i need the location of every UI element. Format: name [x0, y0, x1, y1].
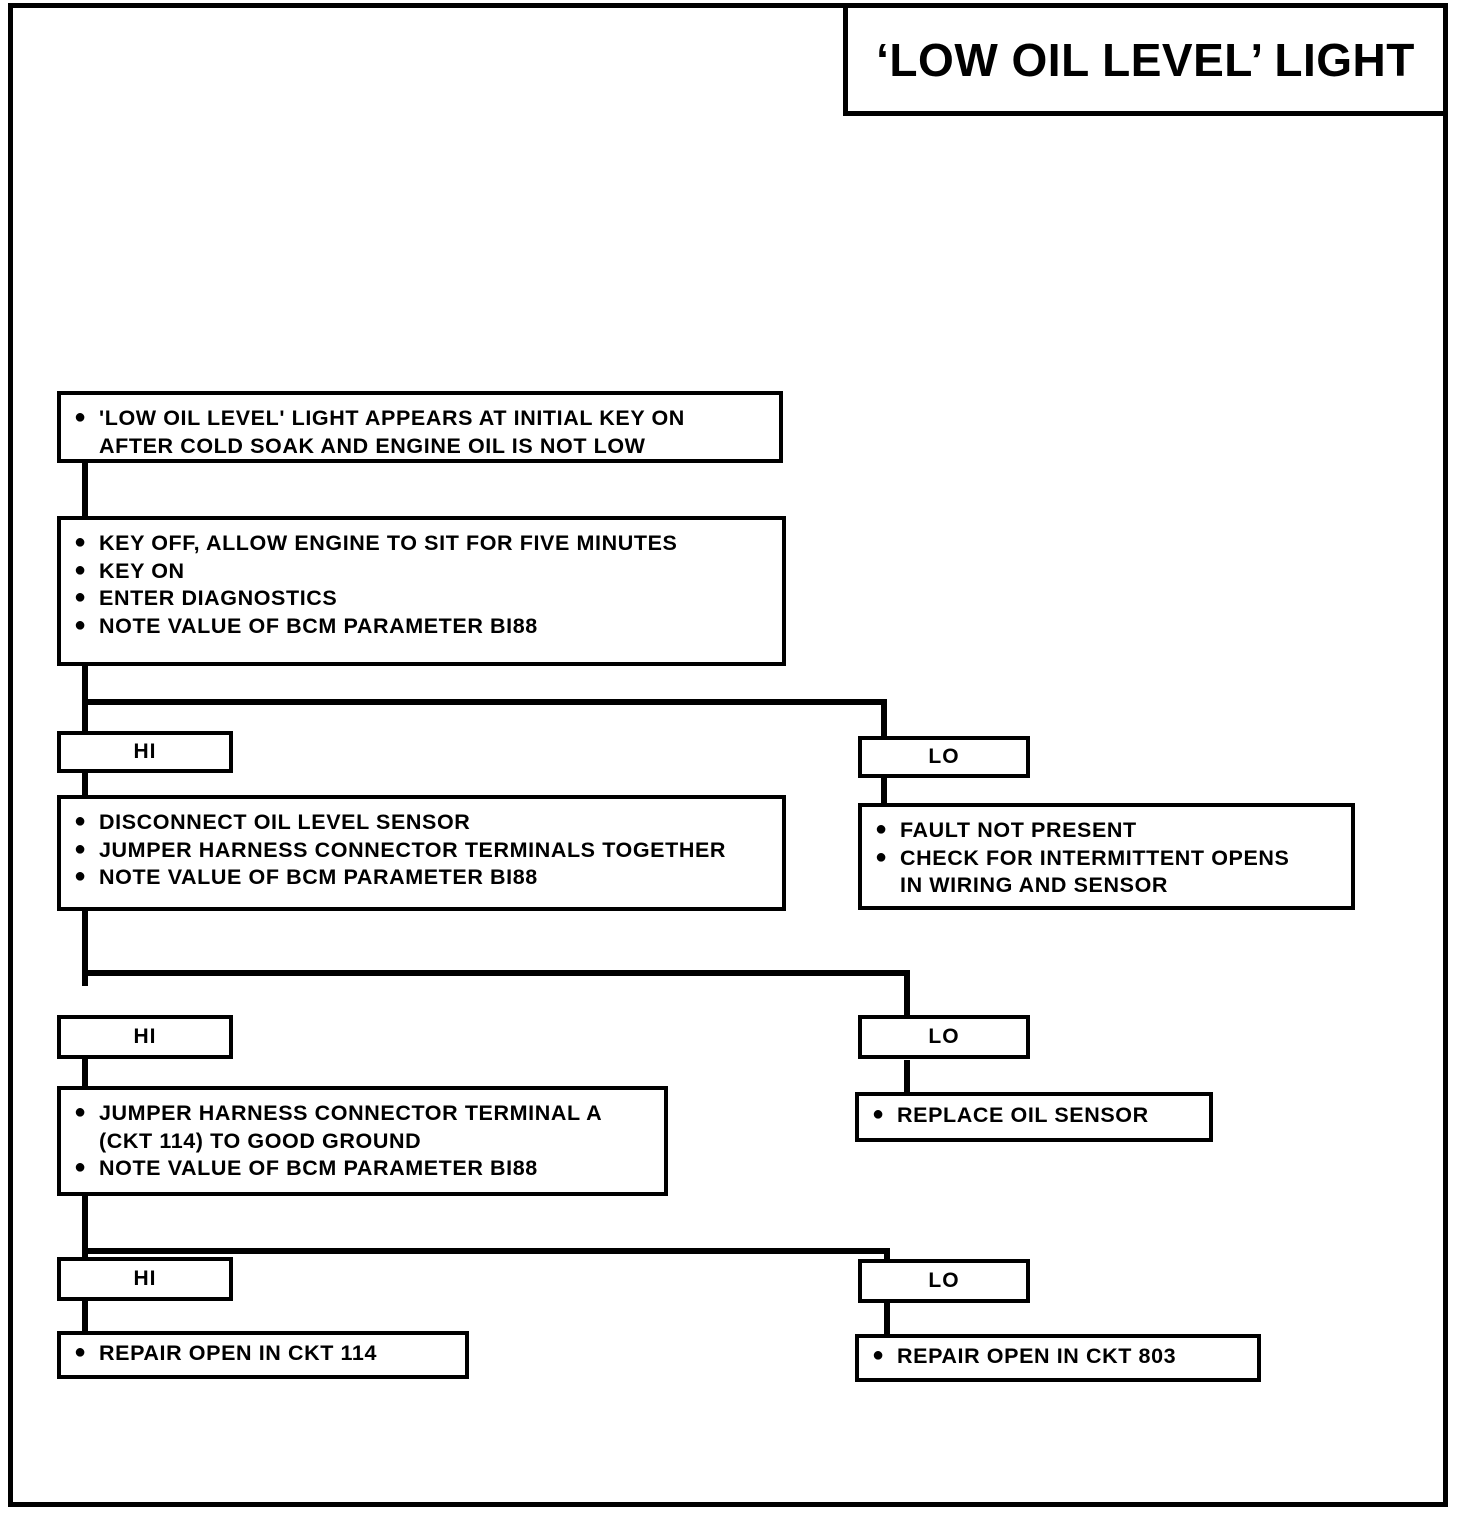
repair-open-ckt-803-box: ● REPAIR OPEN IN CKT 803 [855, 1334, 1261, 1382]
connector-hi3-to-repair114 [82, 1296, 88, 1332]
bullet-item: ● FAULT NOT PRESENT [862, 817, 1351, 845]
bullet-item: ● CHECK FOR INTERMITTENT OPENS IN WIRING… [862, 845, 1351, 900]
symptom-box: ● 'LOW OIL LEVEL' LIGHT APPEARS AT INITI… [57, 391, 783, 463]
connector-lo2-to-replace [904, 1060, 910, 1095]
bullet-icon: ● [73, 613, 87, 636]
bullet-icon: ● [871, 1103, 885, 1125]
branch-label-text: HI [133, 740, 157, 763]
bullet-label: NOTE VALUE OF BCM PARAMETER BI88 [99, 865, 538, 890]
branch-label-text: LO [928, 1269, 960, 1292]
bullet-icon: ● [874, 845, 888, 868]
branch-label-lo-1: LO [858, 736, 1030, 778]
bullet-label: DISCONNECT OIL LEVEL SENSOR [99, 810, 471, 834]
bullet-item: ● NOTE VALUE OF BCM PARAMETER BI88 [61, 613, 782, 641]
connector-symptom-to-step1 [82, 462, 88, 524]
branch-label-lo-2: LO [858, 1015, 1030, 1059]
bullet-label: REPAIR OPEN IN CKT 803 [897, 1344, 1177, 1368]
bullet-item: ● KEY ON [61, 558, 782, 586]
bullet-item: ● NOTE VALUE OF BCM PARAMETER BI88 [61, 864, 782, 892]
bullet-icon: ● [73, 1101, 87, 1123]
bullet-icon: ● [73, 1341, 87, 1363]
connector-step1-stem [82, 665, 88, 705]
bullet-label: REPAIR OPEN IN CKT 114 [99, 1341, 378, 1365]
bullet-item: ● NOTE VALUE OF BCM PARAMETER BI88 [61, 1155, 664, 1183]
bullet-item: ● ENTER DIAGNOSTICS [61, 585, 782, 613]
branch-label-lo-3: LO [858, 1259, 1030, 1303]
step-disconnect-sensor-box: ● DISCONNECT OIL LEVEL SENSOR ● JUMPER H… [57, 795, 786, 911]
bullet-item: ● JUMPER HARNESS CONNECTOR TERMINAL A (C… [61, 1100, 664, 1155]
title-banner: ‘LOW OIL LEVEL’ LIGHT [843, 3, 1448, 116]
connector-branch3-horizontal [82, 1248, 890, 1254]
connector-branch2-to-lo [904, 970, 910, 1015]
bullet-item: ● 'LOW OIL LEVEL' LIGHT APPEARS AT INITI… [61, 405, 779, 460]
bullet-label: 'LOW OIL LEVEL' LIGHT APPEARS AT INITIAL… [99, 406, 685, 458]
connector-hi1-to-step2 [82, 770, 88, 798]
bullet-icon: ● [73, 837, 87, 860]
bullet-icon: ● [874, 818, 888, 840]
branch-label-hi-1: HI [57, 731, 233, 773]
fault-not-present-box: ● FAULT NOT PRESENT ● CHECK FOR INTERMIT… [858, 803, 1355, 910]
bullet-label: REPLACE OIL SENSOR [897, 1103, 1149, 1127]
branch-label-text: LO [928, 1025, 960, 1048]
bullet-item: ● DISCONNECT OIL LEVEL SENSOR [61, 809, 782, 837]
bullet-item: ● REPAIR OPEN IN CKT 114 [61, 1340, 465, 1368]
page-title: ‘LOW OIL LEVEL’ LIGHT [876, 33, 1415, 86]
step-key-off-box: ● KEY OFF, ALLOW ENGINE TO SIT FOR FIVE … [57, 516, 786, 666]
bullet-item: ● REPLACE OIL SENSOR [859, 1102, 1209, 1130]
bullet-label: KEY ON [99, 558, 185, 583]
bullet-item: ● JUMPER HARNESS CONNECTOR TERMINALS TOG… [61, 837, 782, 865]
branch-label-text: HI [133, 1025, 157, 1048]
connector-branch2-horizontal [82, 970, 910, 976]
page-border [8, 3, 1448, 1507]
bullet-label: NOTE VALUE OF BCM PARAMETER BI88 [99, 1156, 538, 1181]
branch-label-hi-3: HI [57, 1257, 233, 1301]
bullet-label: NOTE VALUE OF BCM PARAMETER BI88 [99, 613, 538, 638]
bullet-icon: ● [871, 1344, 885, 1366]
bullet-item: ● REPAIR OPEN IN CKT 803 [859, 1343, 1257, 1371]
branch-label-text: HI [133, 1267, 157, 1290]
bullet-icon: ● [73, 810, 87, 832]
step-jumper-terminal-a-box: ● JUMPER HARNESS CONNECTOR TERMINAL A (C… [57, 1086, 668, 1196]
connector-branch1-horizontal [82, 699, 887, 705]
bullet-label: ENTER DIAGNOSTICS [99, 586, 338, 611]
connector-lo3-to-repair803 [884, 1300, 890, 1336]
connector-step2-stem [82, 908, 88, 986]
bullet-icon: ● [73, 531, 87, 553]
bullet-icon: ● [73, 558, 87, 581]
bullet-label: FAULT NOT PRESENT [900, 818, 1137, 842]
bullet-label: JUMPER HARNESS CONNECTOR TERMINAL A (CKT… [99, 1101, 603, 1153]
connector-branch1-to-hi [82, 699, 88, 734]
branch-label-hi-2: HI [57, 1015, 233, 1059]
repair-open-ckt-114-box: ● REPAIR OPEN IN CKT 114 [57, 1331, 469, 1379]
branch-label-text: LO [928, 745, 960, 768]
bullet-label: KEY OFF, ALLOW ENGINE TO SIT FOR FIVE MI… [99, 531, 678, 555]
connector-branch1-to-lo [881, 699, 887, 739]
connector-step3-stem [82, 1192, 88, 1270]
bullet-icon: ● [73, 1156, 87, 1179]
connector-lo1-to-fault [881, 775, 887, 805]
bullet-icon: ● [73, 586, 87, 609]
bullet-icon: ● [73, 406, 87, 428]
replace-oil-sensor-box: ● REPLACE OIL SENSOR [855, 1092, 1213, 1142]
bullet-label: CHECK FOR INTERMITTENT OPENS IN WIRING A… [900, 845, 1290, 898]
bullet-icon: ● [73, 865, 87, 888]
bullet-item: ● KEY OFF, ALLOW ENGINE TO SIT FOR FIVE … [61, 530, 782, 558]
bullet-label: JUMPER HARNESS CONNECTOR TERMINALS TOGET… [99, 837, 727, 862]
